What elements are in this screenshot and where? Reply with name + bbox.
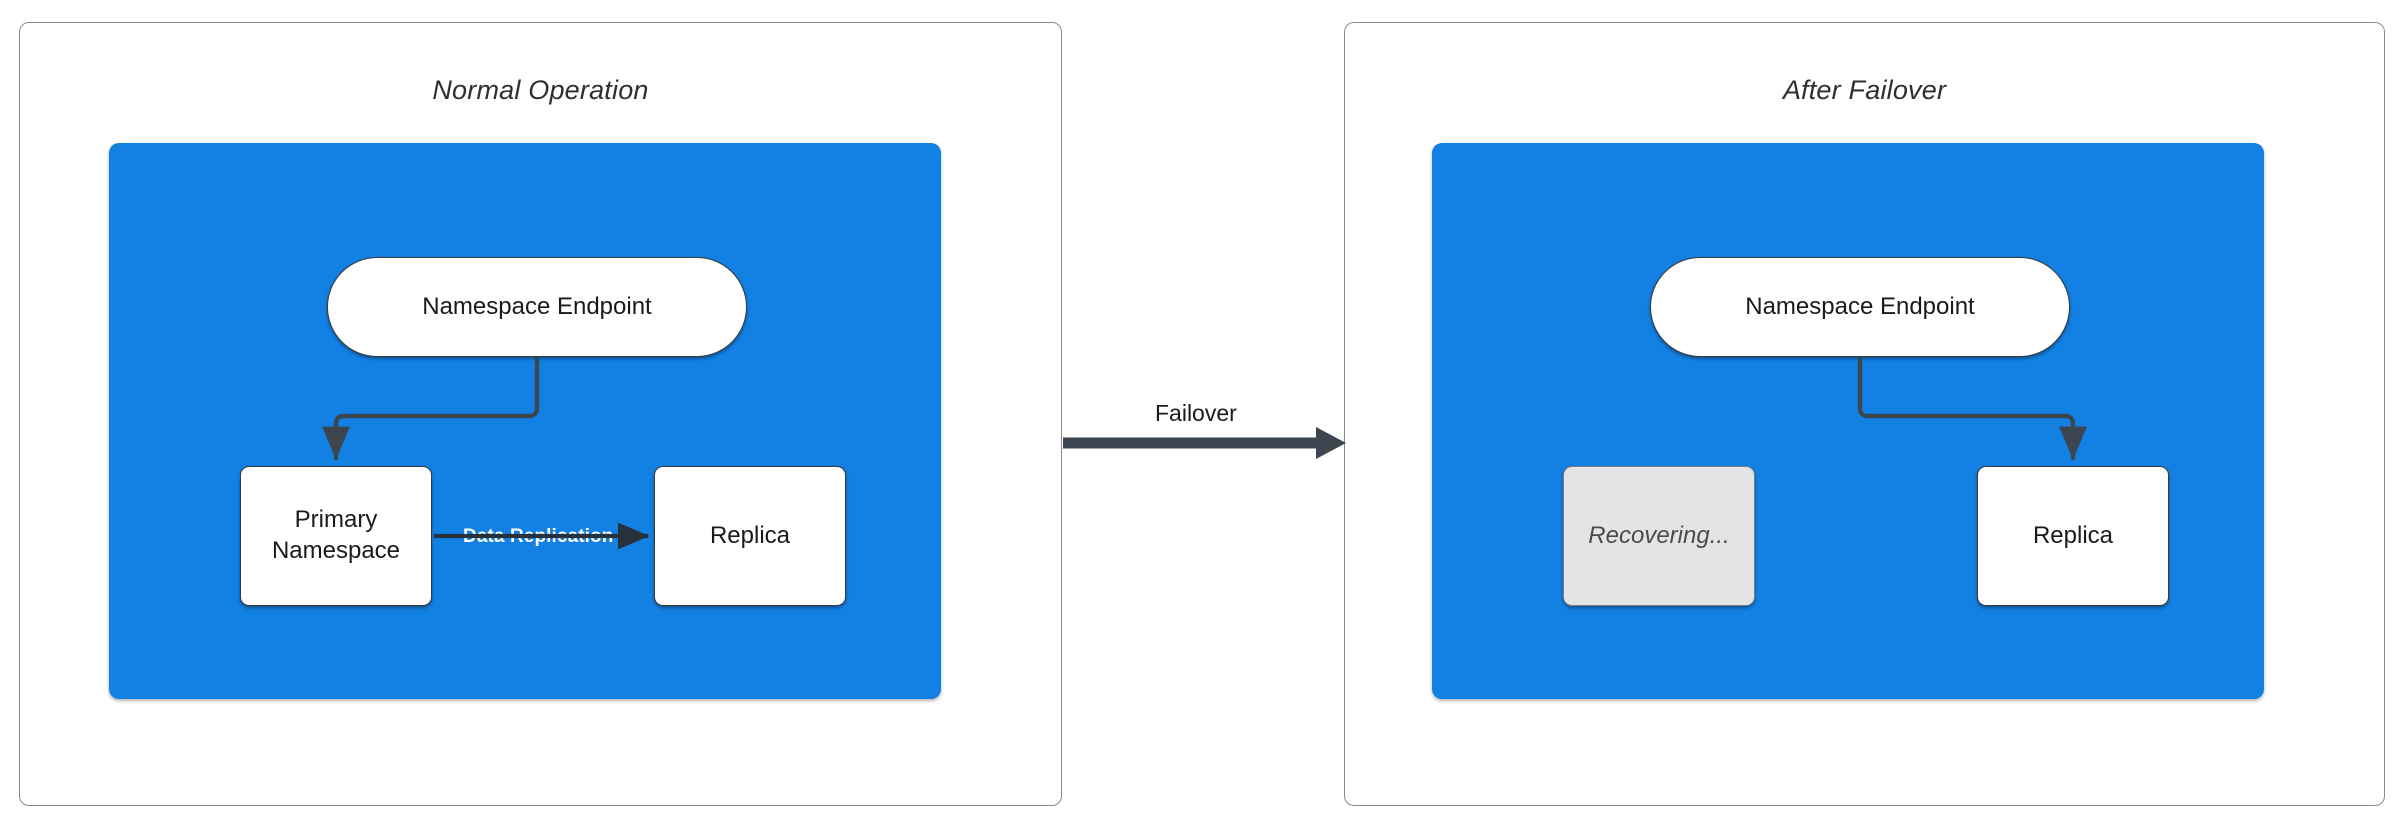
- node-primary-namespace[interactable]: Primary Namespace: [240, 466, 432, 606]
- failover-transition-arrow: [1063, 427, 1346, 459]
- panel-title-normal-operation: Normal Operation: [432, 75, 649, 105]
- node-label: Replica: [2032, 521, 2114, 549]
- node-namespace-endpoint-left[interactable]: Namespace Endpoint: [327, 257, 747, 357]
- primary-namespace-line2: Namespace: [271, 537, 401, 564]
- cluster-after-failover: [1432, 143, 2264, 699]
- node-namespace-endpoint-right[interactable]: Namespace Endpoint: [1650, 257, 2070, 357]
- cluster-normal-operation: [109, 143, 941, 699]
- node-label: Recovering...: [1588, 521, 1730, 549]
- panel-title-after-failover: After Failover: [1782, 75, 1947, 105]
- node-replica-left[interactable]: Replica: [654, 466, 846, 606]
- node-label: Namespace Endpoint: [422, 292, 652, 320]
- node-recovering[interactable]: Recovering...: [1563, 466, 1755, 606]
- node-replica-right[interactable]: Replica: [1977, 466, 2169, 606]
- edge-label-data-replication: Data Replication: [463, 526, 614, 547]
- transition-label-failover: Failover: [1155, 400, 1237, 426]
- node-label: Primary Namespace: [272, 505, 400, 566]
- node-label: Namespace Endpoint: [1745, 292, 1975, 320]
- node-label: Replica: [709, 521, 791, 549]
- primary-namespace-line1: Primary: [294, 506, 378, 534]
